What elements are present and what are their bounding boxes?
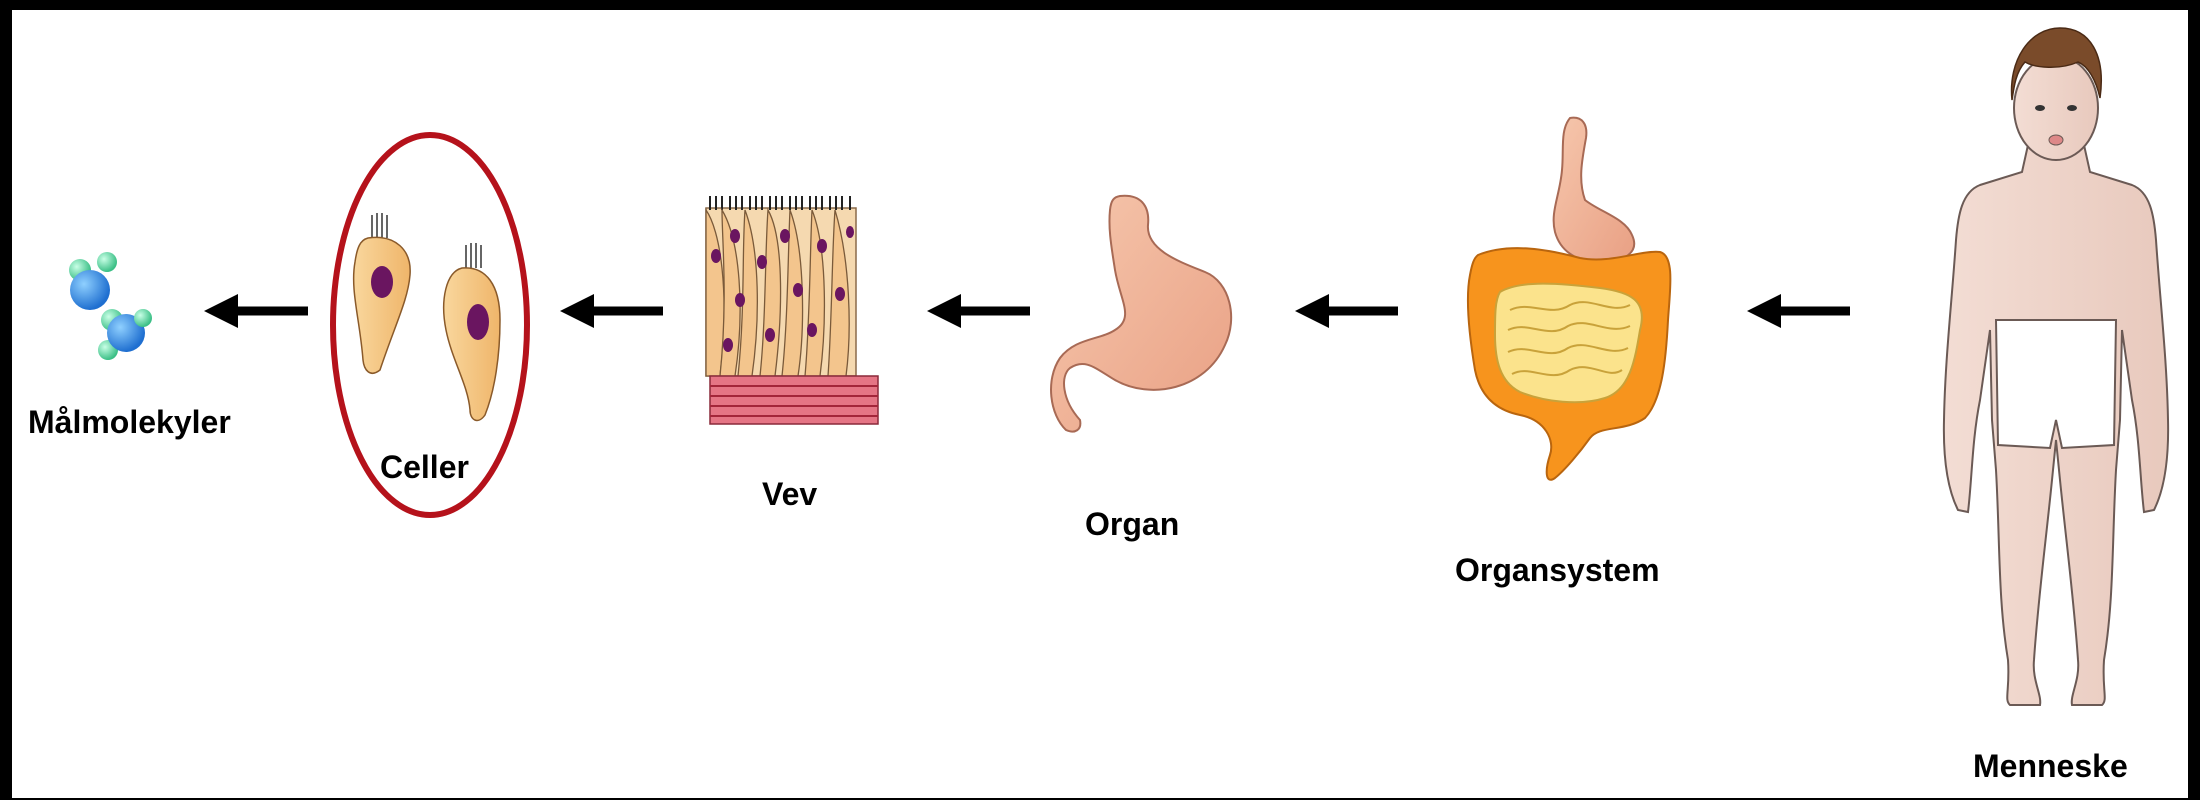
label-organsystem: Organsystem: [1455, 552, 1660, 589]
tissue-icon: [706, 196, 878, 424]
digestive-system-icon: [1468, 118, 1670, 480]
arrow-left-icon: [1747, 294, 1850, 328]
molecule-icon: [69, 252, 152, 360]
label-malmolekyler: Målmolekyler: [28, 404, 231, 441]
label-organ: Organ: [1085, 506, 1179, 543]
label-menneske: Menneske: [1973, 748, 2128, 785]
label-celler: Celler: [380, 449, 469, 486]
human-figure-icon: [1944, 28, 2168, 705]
label-vev: Vev: [762, 476, 817, 513]
arrow-left-icon: [204, 294, 308, 328]
arrow-left-icon: [1295, 294, 1398, 328]
arrow-left-icon: [927, 294, 1030, 328]
stomach-icon: [1051, 196, 1231, 432]
arrow-left-icon: [560, 294, 663, 328]
